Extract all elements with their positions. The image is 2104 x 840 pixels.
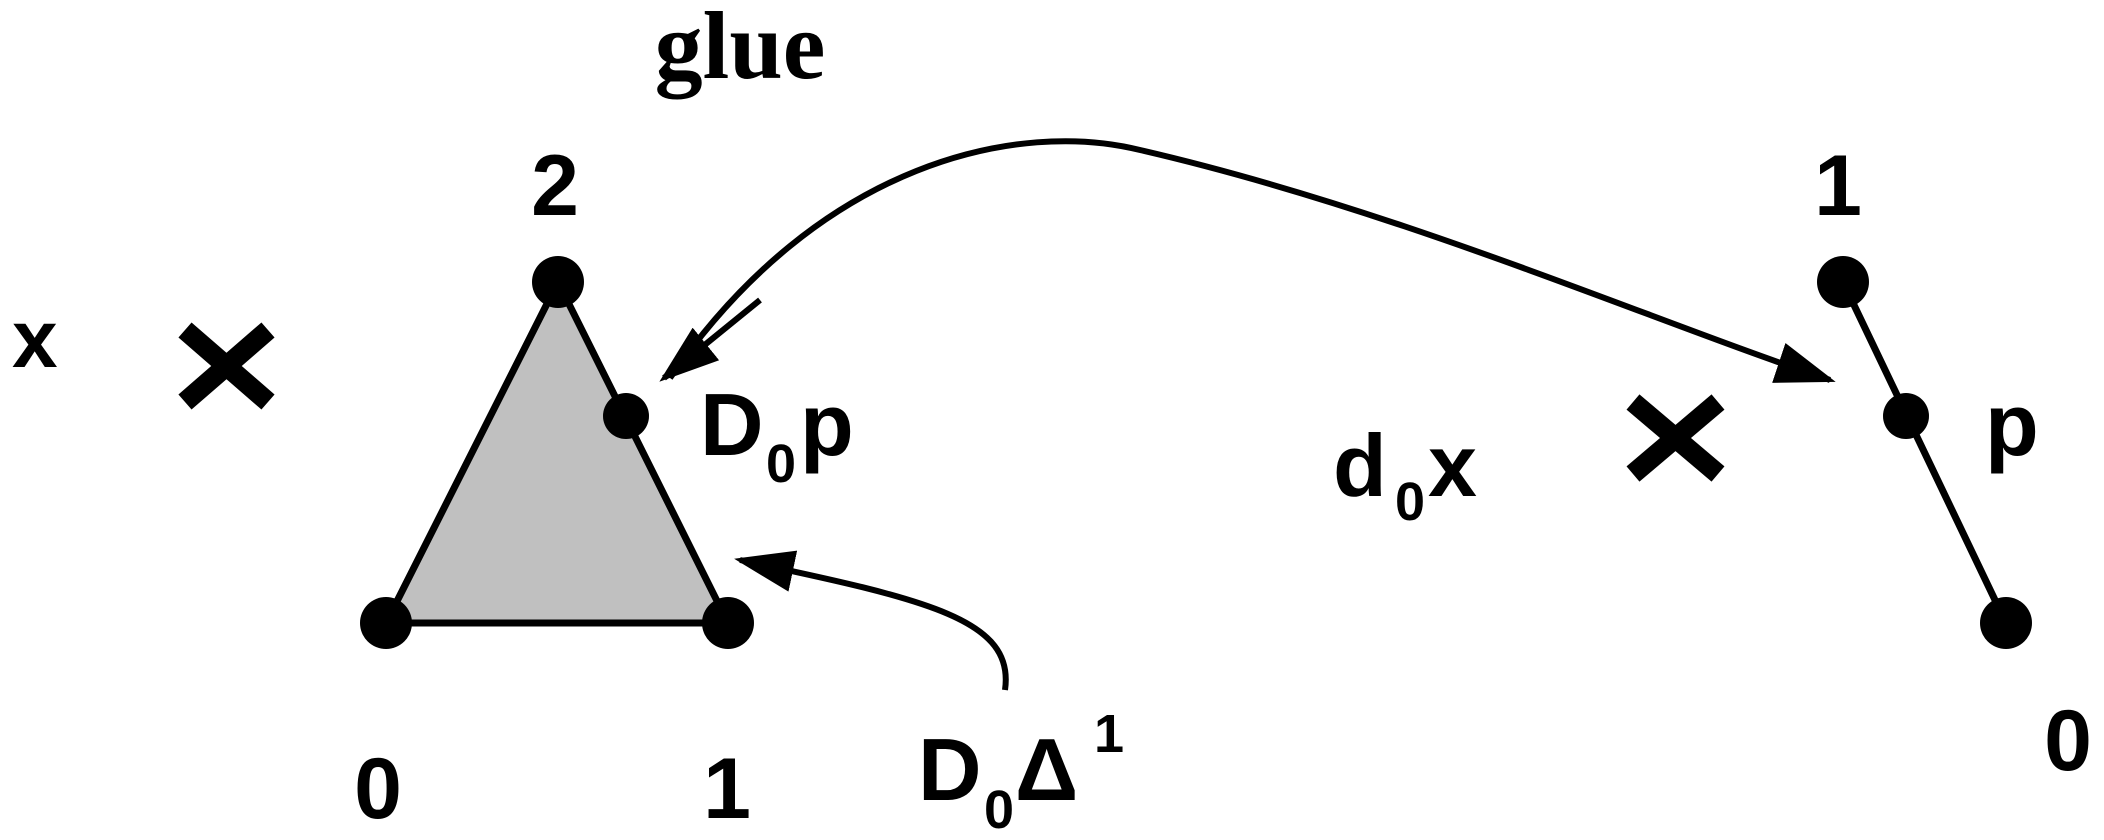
D0p-label: D 0 p — [700, 375, 854, 494]
D0-delta1-label: D 0 Δ 1 — [918, 704, 1124, 840]
x-label: x — [12, 294, 58, 385]
triangle-face — [382, 278, 732, 627]
vertex-1-label: 1 — [703, 741, 751, 837]
point-D0p-dot — [603, 393, 649, 439]
vertex-2-label: 2 — [531, 138, 579, 234]
svg-text:d: d — [1333, 416, 1387, 515]
edge-arrow — [734, 550, 1009, 691]
glue-arrow — [667, 138, 1836, 383]
glue-arrow-start — [659, 297, 762, 382]
segment-vertex-1-label: 1 — [1814, 138, 1862, 234]
segment-edge — [1839, 278, 2010, 627]
cross-icon — [178, 322, 275, 410]
glue-label: glue — [655, 0, 826, 99]
p-label: p — [1985, 375, 2039, 474]
svg-text:1: 1 — [1094, 704, 1124, 764]
svg-text:0: 0 — [984, 780, 1014, 840]
segment-vertex-0-dot — [1980, 597, 2032, 649]
segment-vertex-0-label: 0 — [2044, 693, 2092, 789]
d0x-label: d 0 x — [1333, 416, 1477, 532]
svg-text:D: D — [700, 375, 764, 474]
svg-text:p: p — [800, 375, 854, 474]
segment-vertex-1-dot — [1817, 256, 1869, 308]
vertex-0-label: 0 — [354, 741, 402, 837]
vertex-1-dot — [702, 597, 754, 649]
cross-icon — [1626, 394, 1725, 482]
svg-text:Δ: Δ — [1015, 720, 1078, 819]
vertex-2-dot — [532, 256, 584, 308]
svg-text:0: 0 — [1395, 472, 1425, 532]
vertex-0-dot — [360, 597, 412, 649]
svg-text:0: 0 — [766, 434, 796, 494]
svg-text:D: D — [918, 720, 982, 819]
point-p-dot — [1883, 393, 1929, 439]
svg-text:x: x — [1428, 416, 1477, 515]
